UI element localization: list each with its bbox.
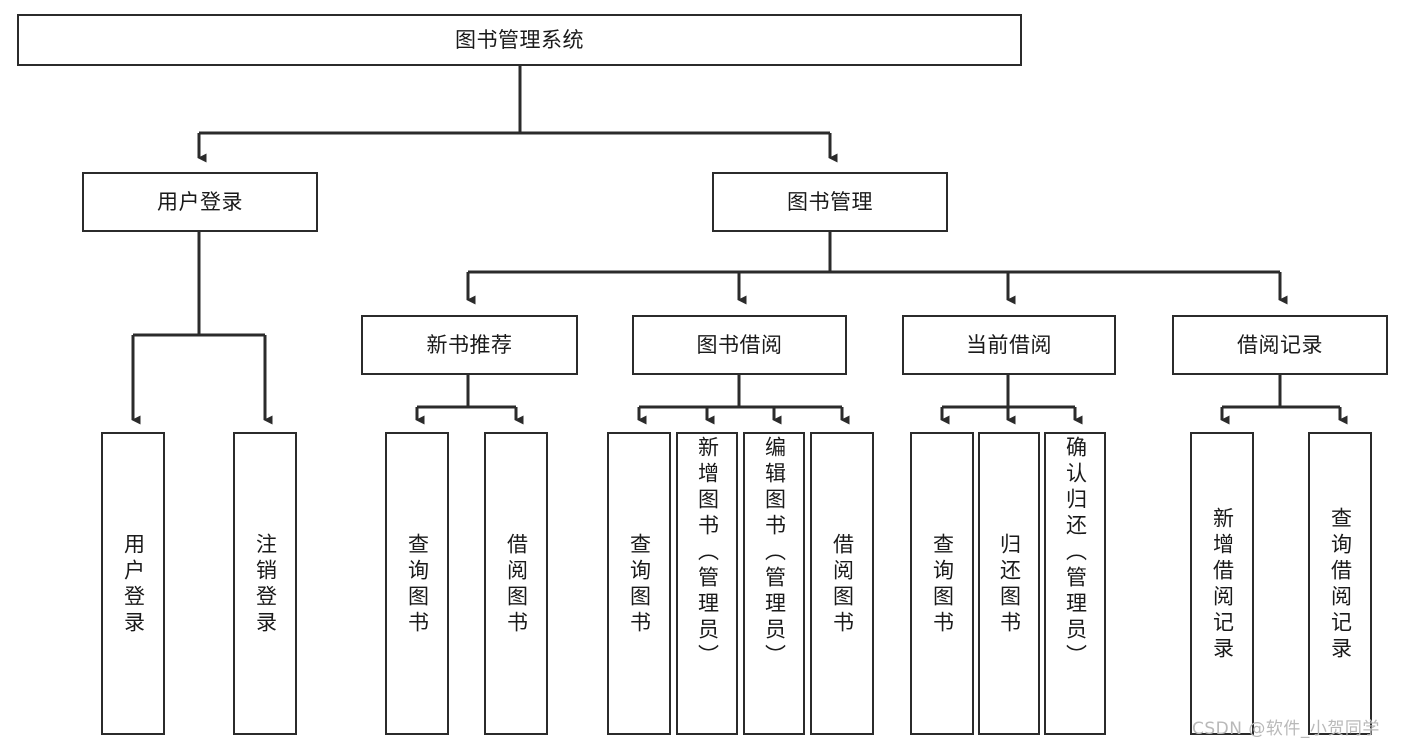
node-leaf-borrow-book-1[interactable]: 借阅图书	[484, 432, 548, 735]
node-user-login[interactable]: 用户登录	[82, 172, 318, 232]
node-label: 用户登录	[121, 532, 146, 637]
node-label: 确认归还（管理员）	[1063, 436, 1088, 670]
node-label: 图书管理系统	[455, 27, 584, 52]
node-borrow-record[interactable]: 借阅记录	[1172, 315, 1388, 375]
node-book-management-system[interactable]: 图书管理系统	[17, 14, 1022, 66]
node-leaf-logout-login[interactable]: 注销登录	[233, 432, 297, 735]
node-label: 归还图书	[997, 532, 1022, 637]
node-label: 新增借阅记录	[1210, 506, 1235, 663]
node-leaf-add-record[interactable]: 新增借阅记录	[1190, 432, 1254, 735]
node-label: 图书管理	[787, 189, 873, 214]
node-label: 新增图书（管理员）	[695, 436, 720, 670]
node-new-book-recommend[interactable]: 新书推荐	[361, 315, 578, 375]
node-leaf-query-book-3[interactable]: 查询图书	[910, 432, 974, 735]
node-label: 查询图书	[405, 532, 430, 637]
node-label: 用户登录	[157, 189, 243, 214]
node-label: 编辑图书（管理员）	[762, 436, 787, 670]
node-leaf-query-book-2[interactable]: 查询图书	[607, 432, 671, 735]
node-leaf-query-record[interactable]: 查询借阅记录	[1308, 432, 1372, 735]
node-label: 借阅记录	[1237, 332, 1323, 357]
node-label: 图书借阅	[696, 332, 783, 357]
node-leaf-edit-book[interactable]: 编辑图书（管理员）	[743, 432, 805, 735]
node-leaf-query-book-1[interactable]: 查询图书	[385, 432, 449, 735]
node-label: 查询图书	[627, 532, 652, 637]
node-leaf-confirm-return[interactable]: 确认归还（管理员）	[1044, 432, 1106, 735]
node-label: 查询借阅记录	[1328, 506, 1353, 663]
node-book-borrow[interactable]: 图书借阅	[632, 315, 847, 375]
node-label: 注销登录	[253, 532, 278, 637]
node-label: 新书推荐	[426, 332, 513, 357]
node-label: 查询图书	[930, 532, 955, 637]
node-label: 借阅图书	[830, 532, 855, 637]
node-book-management[interactable]: 图书管理	[712, 172, 948, 232]
node-leaf-user-login[interactable]: 用户登录	[101, 432, 165, 735]
node-leaf-add-book[interactable]: 新增图书（管理员）	[676, 432, 738, 735]
node-label: 当前借阅	[966, 332, 1052, 357]
node-leaf-borrow-book-2[interactable]: 借阅图书	[810, 432, 874, 735]
node-current-borrow[interactable]: 当前借阅	[902, 315, 1116, 375]
node-leaf-return-book[interactable]: 归还图书	[978, 432, 1040, 735]
node-label: 借阅图书	[504, 532, 529, 637]
